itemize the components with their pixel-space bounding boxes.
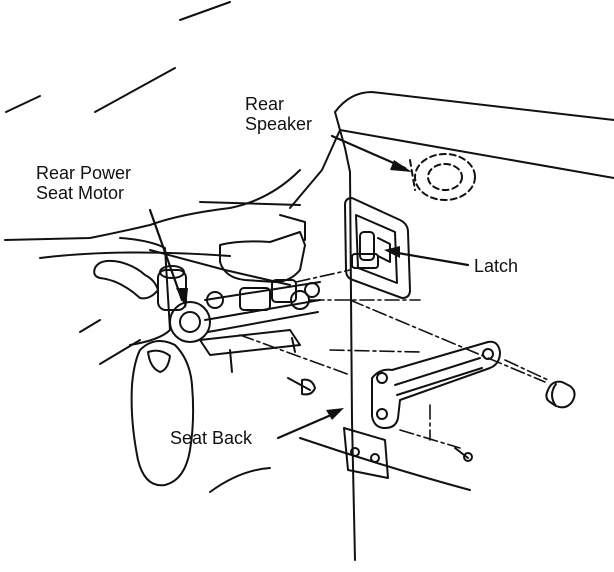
fasteners <box>287 377 576 462</box>
latch-label: Latch <box>474 256 519 276</box>
latch-assembly <box>344 197 411 299</box>
rear-power-seat-motor-label-line2: Seat Motor <box>36 183 125 203</box>
rear-power-seat-motor-label-line1: Rear Power <box>36 163 132 183</box>
seat-base-frame <box>119 214 306 346</box>
rear-power-seat-motor-label: Rear Power Seat Motor <box>36 163 131 203</box>
rear-speaker-label-line2: Speaker <box>245 114 313 134</box>
alignment-lines <box>239 269 549 449</box>
rear-speaker-label-line1: Rear <box>245 94 285 114</box>
leader-lines <box>148 134 470 440</box>
rear-speaker-label: Rear Speaker <box>245 94 312 134</box>
seat-handle <box>130 340 195 487</box>
seat-back-label: Seat Back <box>170 428 253 448</box>
body-panel <box>4 91 614 561</box>
seat-motor-assembly <box>93 259 321 373</box>
seat-back-hinge <box>343 340 501 479</box>
rear-speaker-outline <box>409 153 476 201</box>
